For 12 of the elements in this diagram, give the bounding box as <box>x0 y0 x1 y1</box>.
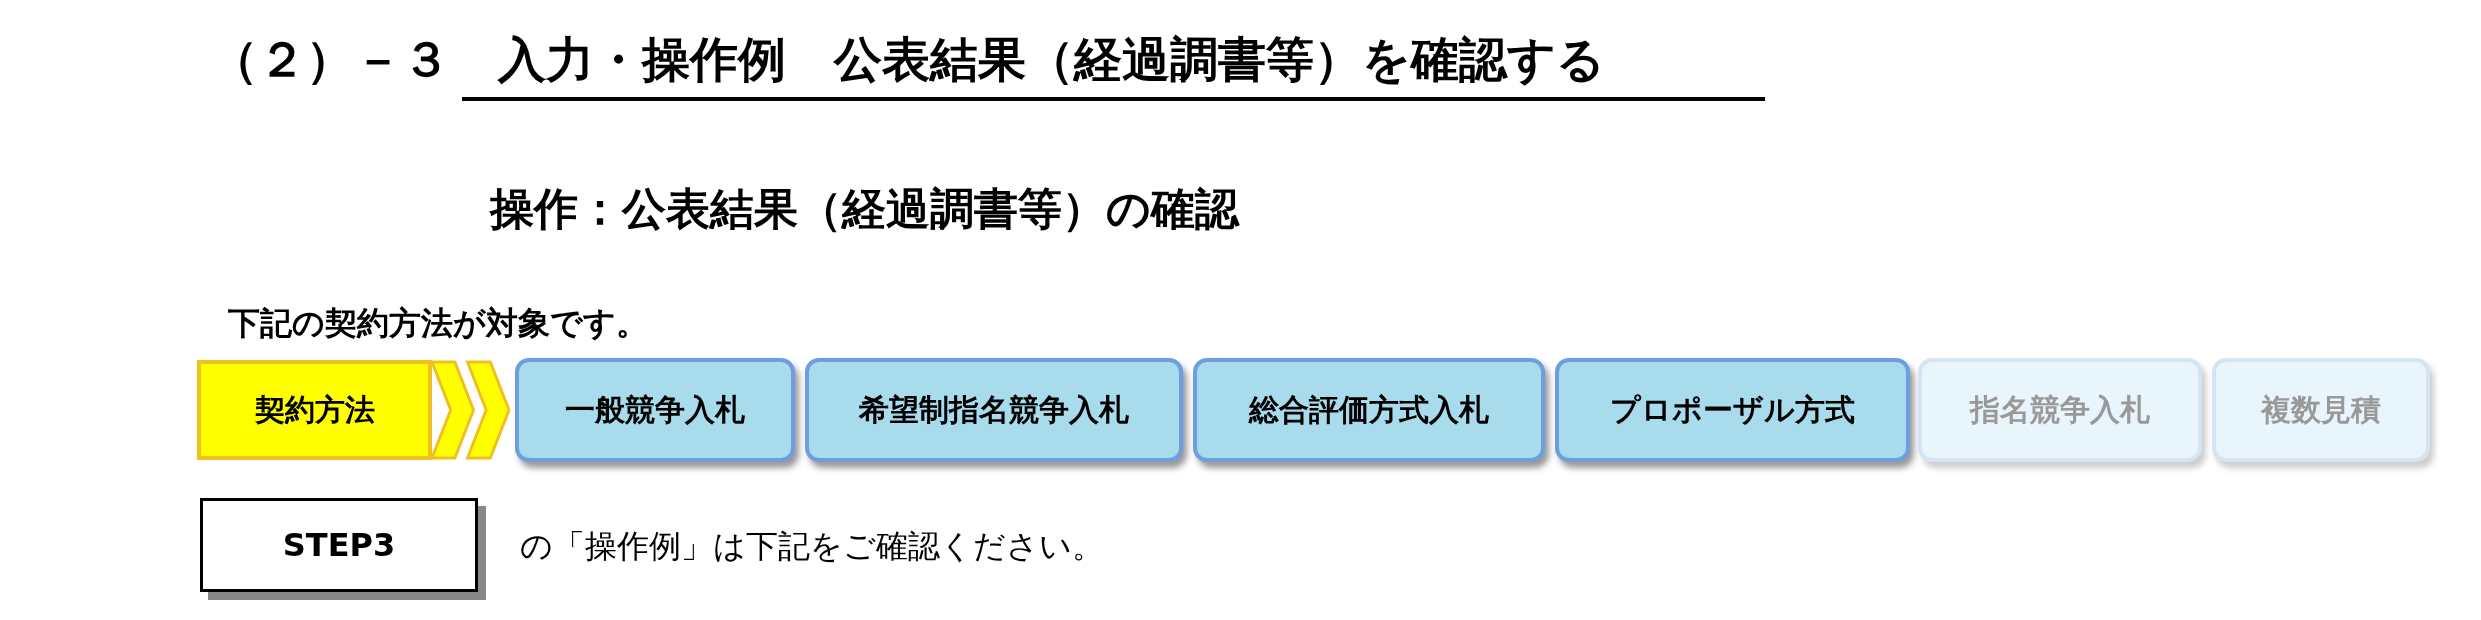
method-box: プロポーザル方式 <box>1555 358 1910 462</box>
chevron-arrow <box>429 360 511 460</box>
method-box: 一般競争入札 <box>515 358 795 462</box>
method-box-disabled: 指名競争入札 <box>1918 358 2202 462</box>
method-box: 希望制指名競争入札 <box>805 358 1183 462</box>
intro-text: 下記の契約方法が対象です。 <box>228 303 648 344</box>
page-title: （２）－３ 入力・操作例 公表結果（経過調書等）を確認する <box>210 30 1605 89</box>
method-box-disabled: 複数見積 <box>2212 358 2430 462</box>
section-heading: 操作：公表結果（経過調書等）の確認 <box>490 182 1239 236</box>
method-box: 総合評価方式入札 <box>1193 358 1545 462</box>
instruction-text: の「操作例」は下記をご確認ください。 <box>520 526 1104 567</box>
category-label-box: 契約方法 <box>197 360 432 460</box>
